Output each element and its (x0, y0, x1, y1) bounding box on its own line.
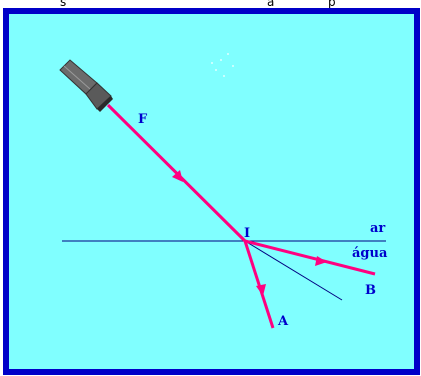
label-b: B (365, 283, 376, 298)
label-a: A (277, 314, 289, 329)
top-fragment-1: s (60, 0, 67, 9)
top-fragment-3: p (328, 0, 336, 9)
flashlight-icon (59, 59, 113, 112)
label-f: F (138, 112, 148, 127)
ray-b-arrowhead (315, 256, 327, 266)
incident-extension-line (244, 240, 343, 301)
top-fragment-2: a (267, 0, 275, 9)
top-edge-fragments: s a p (0, 0, 421, 12)
incident-ray (106, 103, 247, 243)
label-agua: água (352, 246, 388, 261)
label-i: I (244, 226, 250, 241)
incident-arrowhead (172, 170, 183, 182)
refracted-ray-a (243, 240, 275, 329)
ray-b (244, 239, 376, 276)
ray-a-arrowhead (256, 284, 266, 296)
label-ar: ar (370, 221, 385, 236)
sparkle-decoration (211, 53, 234, 77)
